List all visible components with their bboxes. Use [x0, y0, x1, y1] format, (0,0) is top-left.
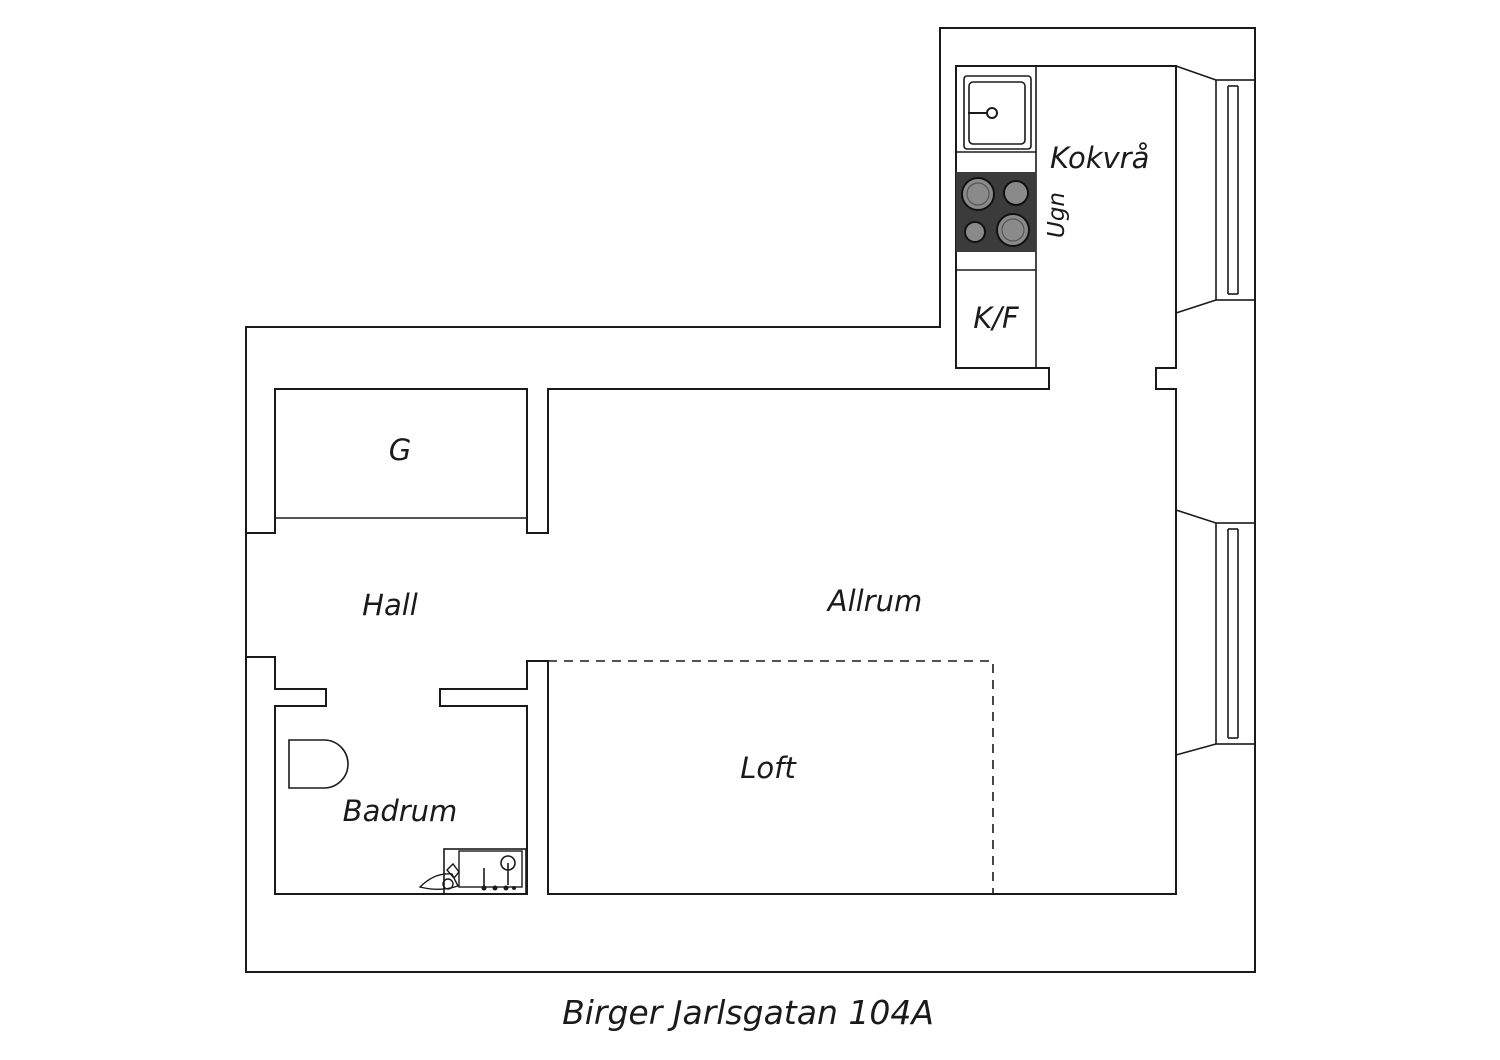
toilet-icon	[288, 739, 349, 789]
bathroom-label: Badrum	[343, 794, 458, 828]
outer-wall	[245, 27, 1256, 973]
sink-icon	[963, 75, 1032, 150]
address-caption: Birger Jarlsgatan 104A	[562, 993, 934, 1032]
hall-label: Hall	[362, 588, 418, 622]
window-upper-icon	[1175, 65, 1256, 314]
kitchen-label: Kokvrå	[1050, 141, 1149, 175]
oven-label: Ugn	[1044, 192, 1070, 238]
wardrobe-label: G	[389, 433, 411, 467]
inner-wall	[246, 65, 1177, 895]
window-lower-icon	[1175, 509, 1256, 756]
loft-label: Loft	[740, 751, 797, 785]
shower-icon	[418, 848, 527, 895]
fridge-freezer-label: K/F	[973, 301, 1020, 335]
living-room-label: Allrum	[826, 584, 923, 618]
stove-icon	[956, 172, 1036, 252]
loft-outline	[548, 660, 994, 894]
